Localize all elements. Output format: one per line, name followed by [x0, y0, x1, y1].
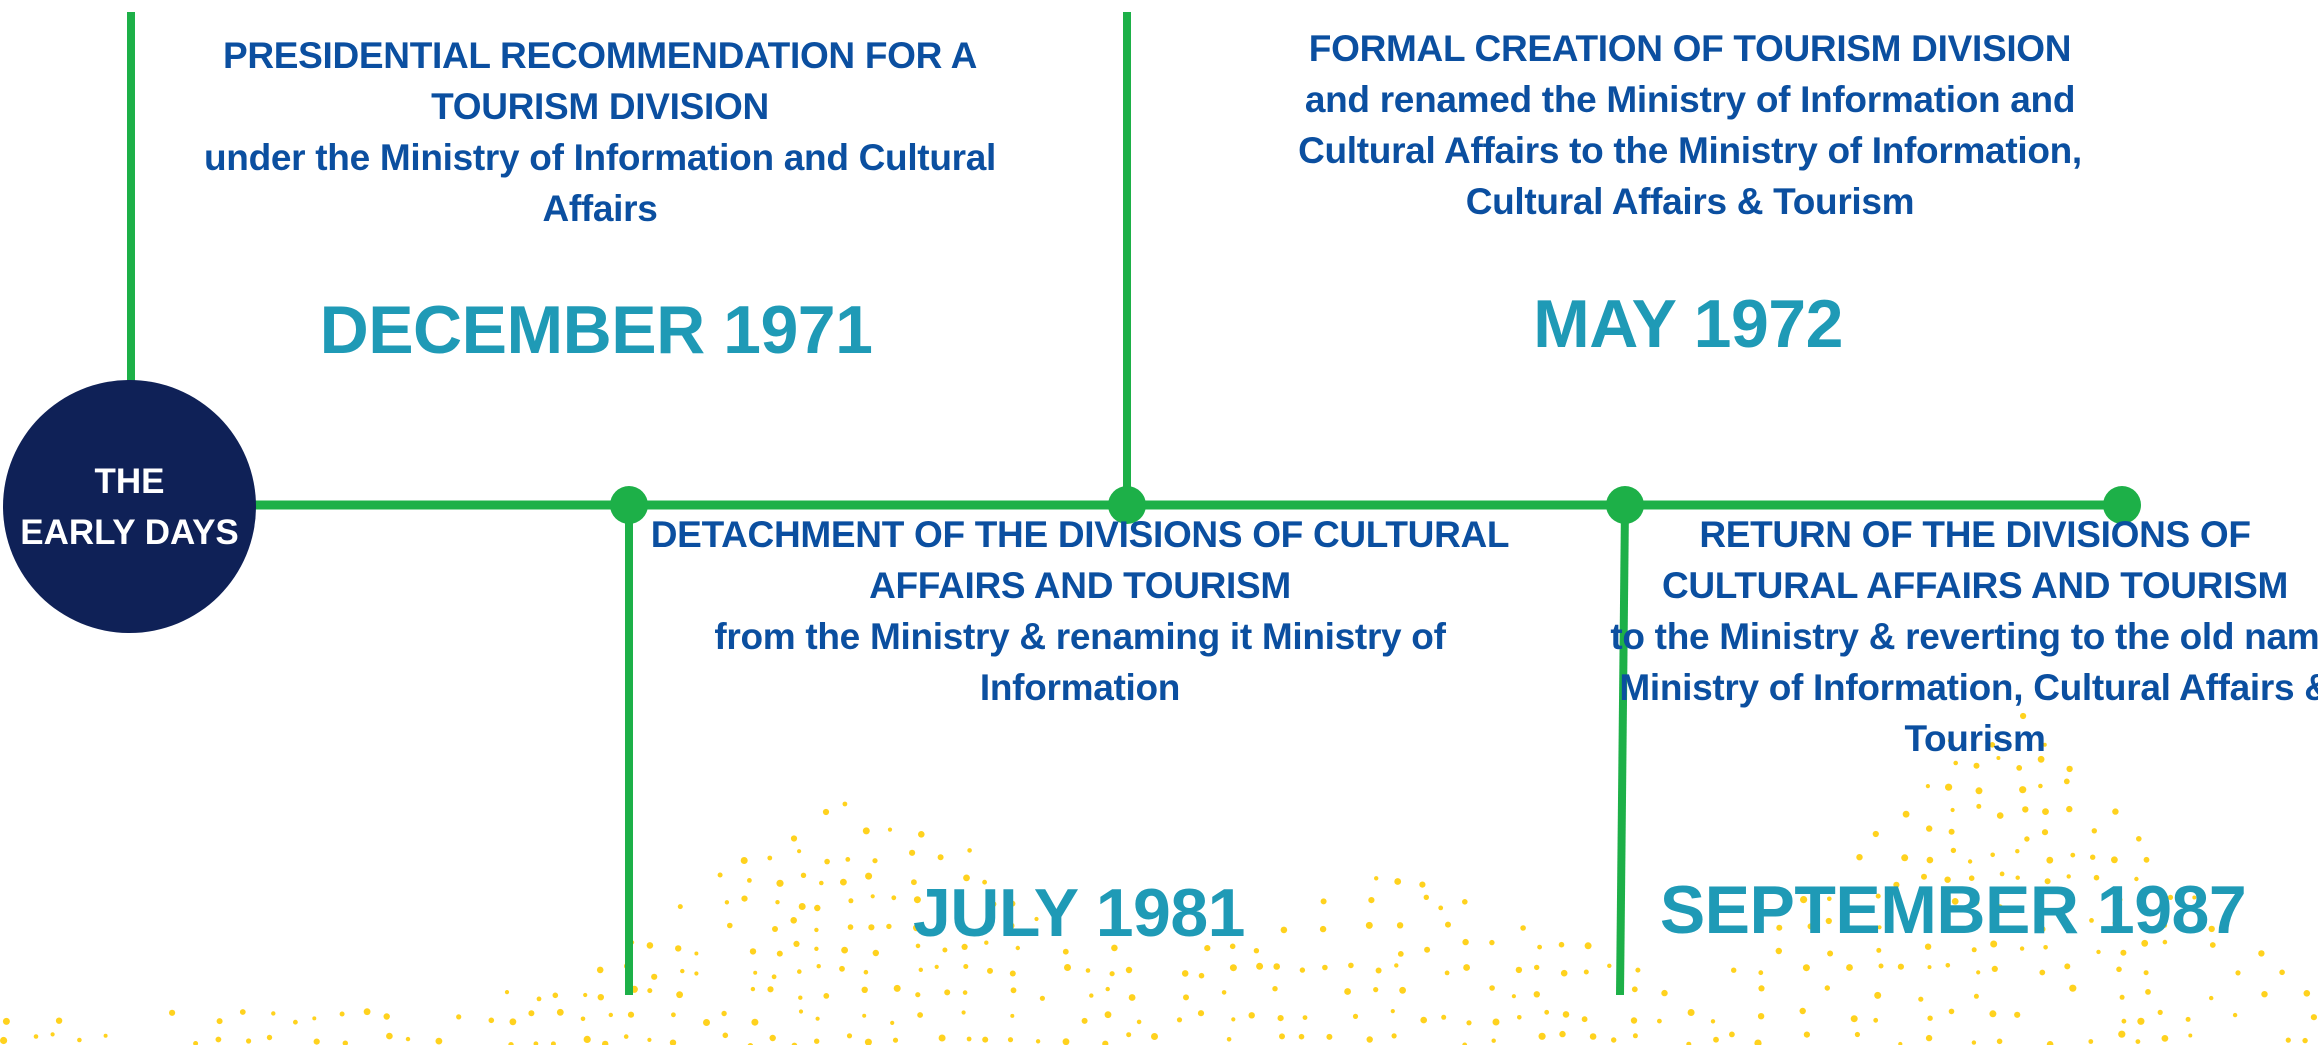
timeline-node-2: [1108, 486, 1146, 524]
start-node-line2: EARLY DAYS: [20, 512, 239, 552]
event-date: DECEMBER 1971: [319, 292, 873, 368]
event-detail: to the Ministry & reverting to the old n…: [1610, 616, 2318, 759]
event-detail: and renamed the Ministry of Information …: [1298, 79, 2082, 222]
event-may-1972: FORMAL CREATION OF TOURISM DIVISION and …: [1240, 23, 2140, 227]
event-headline: FORMAL CREATION OF TOURISM DIVISION: [1308, 28, 2072, 69]
event-detail: under the Ministry of Information and Cu…: [204, 137, 996, 229]
event-date: JULY 1981: [912, 875, 1246, 951]
timeline-node-1: [610, 486, 648, 524]
event-december-1971: PRESIDENTIAL RECOMMENDATION FOR A TOURIS…: [160, 30, 1040, 234]
event-headline: RETURN OF THE DIVISIONS OF CULTURAL AFFA…: [1661, 514, 2289, 606]
start-node-line1: THE: [94, 461, 165, 501]
event-date: MAY 1972: [1533, 286, 1843, 362]
timeline-node-4: [2103, 486, 2141, 524]
event-september-1987: RETURN OF THE DIVISIONS OF CULTURAL AFFA…: [1605, 509, 2318, 764]
start-node-circle: THE EARLY DAYS: [3, 380, 256, 633]
event-headline: PRESIDENTIAL RECOMMENDATION FOR A TOURIS…: [222, 35, 978, 127]
event-detail: from the Ministry & renaming it Ministry…: [714, 616, 1446, 708]
event-headline: DETACHMENT OF THE DIVISIONS OF CULTURAL …: [650, 514, 1510, 606]
event-july-1981: DETACHMENT OF THE DIVISIONS OF CULTURAL …: [620, 509, 1540, 713]
connector-september-1987: [1616, 504, 1629, 996]
timeline-node-3: [1606, 486, 1644, 524]
event-date: SEPTEMBER 1987: [1659, 872, 2247, 948]
